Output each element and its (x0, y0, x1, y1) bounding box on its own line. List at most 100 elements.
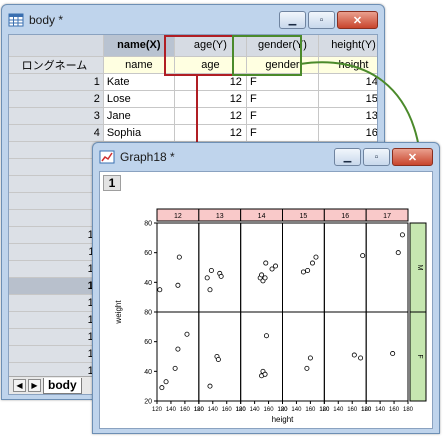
cell-height[interactable]: 163 (318, 124, 377, 142)
y-tick-label: 60 (144, 339, 152, 346)
row-number[interactable]: 3 (9, 107, 104, 125)
data-point (307, 355, 313, 361)
corner-header[interactable] (9, 35, 104, 57)
data-point (207, 287, 213, 293)
row-number[interactable]: 17 (9, 345, 104, 363)
cell-age[interactable]: 12 (174, 73, 247, 91)
x-tick-label: 120 (277, 407, 288, 413)
maximize-button[interactable]: ▫ (363, 148, 390, 166)
cell-name[interactable]: Kate (103, 73, 175, 91)
table-row[interactable]: 2Lose12F150 (9, 90, 377, 108)
longname-cell-name[interactable]: name (103, 56, 175, 74)
x-tick-label: 120 (194, 407, 205, 413)
column-strip-label: 16 (341, 213, 349, 220)
cell-gender[interactable]: F (246, 90, 320, 108)
panel-frame (198, 222, 242, 313)
column-header-height[interactable]: height(Y) (318, 35, 377, 57)
column-strip-label: 12 (174, 213, 182, 220)
column-header-name[interactable]: name(X) (103, 35, 175, 57)
cell-gender[interactable]: F (246, 124, 320, 142)
workbook-window-controls: ▁ ▫ ✕ (279, 11, 378, 29)
x-tick-label: 160 (222, 407, 233, 413)
longname-cell-height[interactable]: height (318, 56, 377, 74)
cell-gender[interactable]: F (246, 107, 320, 125)
y-axis-title: weight (114, 300, 123, 325)
next-sheet-button[interactable]: ▶ (28, 379, 41, 392)
cell-name[interactable]: Jane (103, 107, 175, 125)
layer-tag[interactable]: 1 (103, 175, 121, 191)
prev-sheet-button[interactable]: ◀ (13, 379, 26, 392)
row-number[interactable]: 1 (9, 73, 104, 91)
x-tick-label: 180 (319, 407, 330, 413)
y-tick-label: 60 (144, 250, 152, 257)
cell-height[interactable]: 150 (318, 90, 377, 108)
x-tick-label: 160 (347, 407, 358, 413)
graph-icon (99, 150, 115, 164)
close-button[interactable]: ✕ (392, 148, 433, 166)
x-tick-label: 180 (361, 407, 372, 413)
row-number[interactable]: 10 (9, 226, 104, 244)
x-tick-label: 160 (305, 407, 316, 413)
graph-titlebar[interactable]: Graph18 * (93, 143, 439, 171)
data-point (259, 272, 265, 278)
row-number[interactable]: 7 (9, 175, 104, 193)
row-number[interactable]: 9 (9, 209, 104, 227)
data-point (172, 365, 178, 371)
data-point (351, 352, 357, 358)
row-number[interactable]: 13 (9, 277, 104, 295)
cell-age[interactable]: 12 (174, 107, 247, 125)
data-point (215, 356, 221, 362)
sheet-tab-body[interactable]: body (43, 377, 82, 394)
row-number[interactable]: 2 (9, 90, 104, 108)
close-button[interactable]: ✕ (337, 11, 378, 29)
cell-name[interactable]: Sophia (103, 124, 175, 142)
x-tick-label: 140 (291, 407, 302, 413)
y-tick-label: 40 (144, 369, 152, 376)
minimize-button[interactable]: ▁ (279, 11, 306, 29)
column-strip-label: 13 (216, 213, 224, 220)
minimize-button[interactable]: ▁ (334, 148, 361, 166)
row-number[interactable]: 16 (9, 328, 104, 346)
cell-age[interactable]: 12 (174, 90, 247, 108)
cell-name[interactable]: Lose (103, 90, 175, 108)
row-strip-label: M (416, 265, 423, 271)
column-strip-label: 14 (258, 213, 266, 220)
row-number[interactable]: 15 (9, 311, 104, 329)
row-number[interactable]: 8 (9, 192, 104, 210)
panel-frame (240, 311, 284, 402)
data-point (204, 275, 210, 281)
cell-height[interactable]: 136 (318, 107, 377, 125)
cell-height[interactable]: 146 (318, 73, 377, 91)
x-tick-label: 140 (333, 407, 344, 413)
data-point (269, 266, 275, 272)
maximize-button[interactable]: ▫ (308, 11, 335, 29)
panel-frame (323, 222, 367, 313)
data-point (176, 254, 182, 260)
panel-frame (156, 222, 200, 313)
table-row[interactable]: 3Jane12F136 (9, 107, 377, 125)
row-number[interactable]: 12 (9, 260, 104, 278)
data-point (395, 250, 401, 256)
data-point (208, 267, 214, 273)
workbook-titlebar[interactable]: body * (2, 5, 384, 35)
column-header-age[interactable]: age(Y) (174, 35, 247, 57)
table-row[interactable]: 4Sophia12F163 (9, 124, 377, 142)
data-point (399, 232, 405, 238)
longname-cell-age[interactable]: age (174, 56, 247, 74)
cell-age[interactable]: 12 (174, 124, 247, 142)
gender-column-highlight (232, 35, 302, 76)
row-number[interactable]: 11 (9, 243, 104, 261)
data-point (305, 267, 311, 273)
x-tick-label: 160 (264, 407, 275, 413)
data-point (262, 371, 268, 377)
row-number[interactable]: 6 (9, 158, 104, 176)
workbook-title: body * (29, 13, 64, 27)
row-number[interactable]: 5 (9, 141, 104, 159)
row-number[interactable]: 14 (9, 294, 104, 312)
row-number[interactable]: 4 (9, 124, 104, 142)
data-point (159, 385, 165, 391)
graph-window-controls: ▁ ▫ ✕ (334, 148, 433, 166)
